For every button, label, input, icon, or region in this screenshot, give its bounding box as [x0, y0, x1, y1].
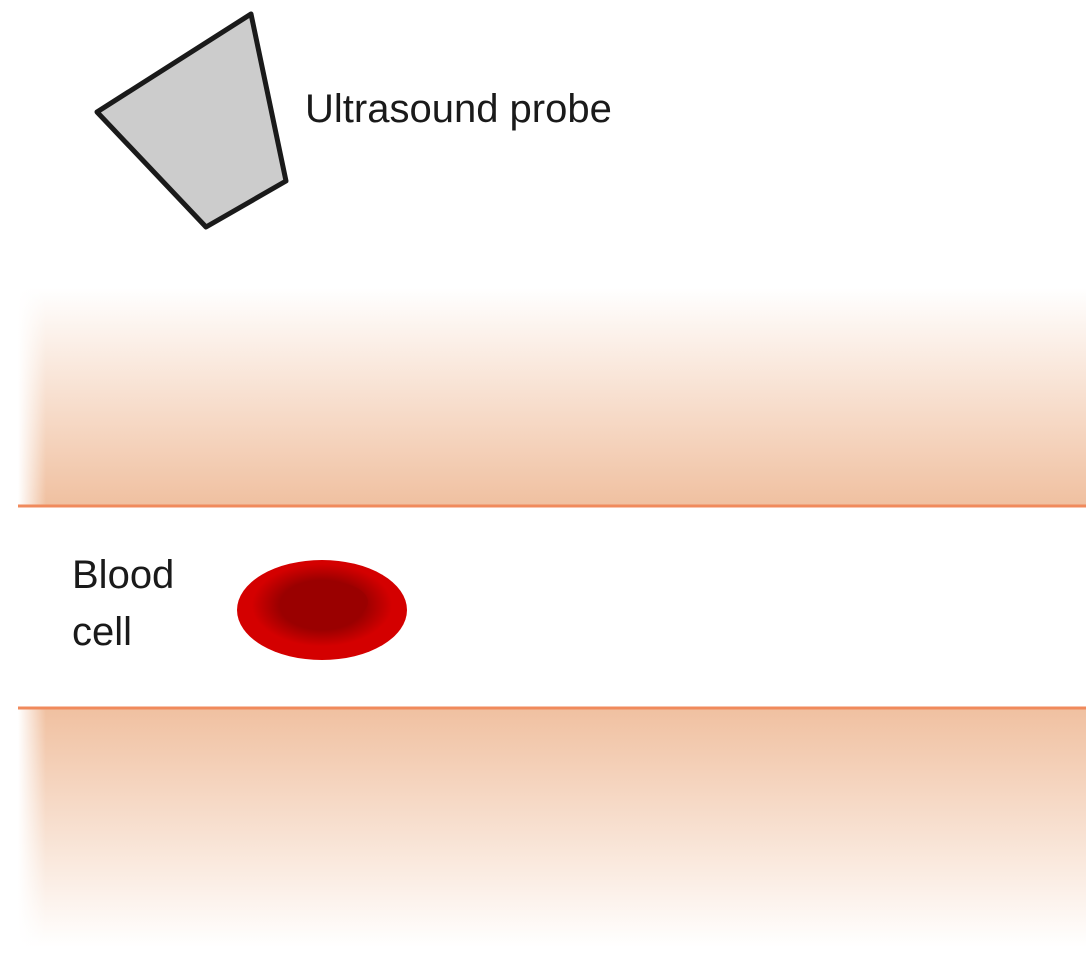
vessel-wall-upper — [18, 288, 1086, 506]
red-blood-cell-icon — [237, 560, 407, 660]
probe-label: Ultrasound probe — [305, 87, 612, 131]
blood-cell-label-line1: Blood — [72, 553, 174, 597]
blood-cell-label-line2: cell — [72, 610, 132, 654]
blood-cell-center — [292, 582, 368, 622]
probe-body — [97, 14, 286, 227]
ultrasound-probe-icon — [97, 14, 286, 227]
vessel-wall-lower — [18, 707, 1086, 947]
